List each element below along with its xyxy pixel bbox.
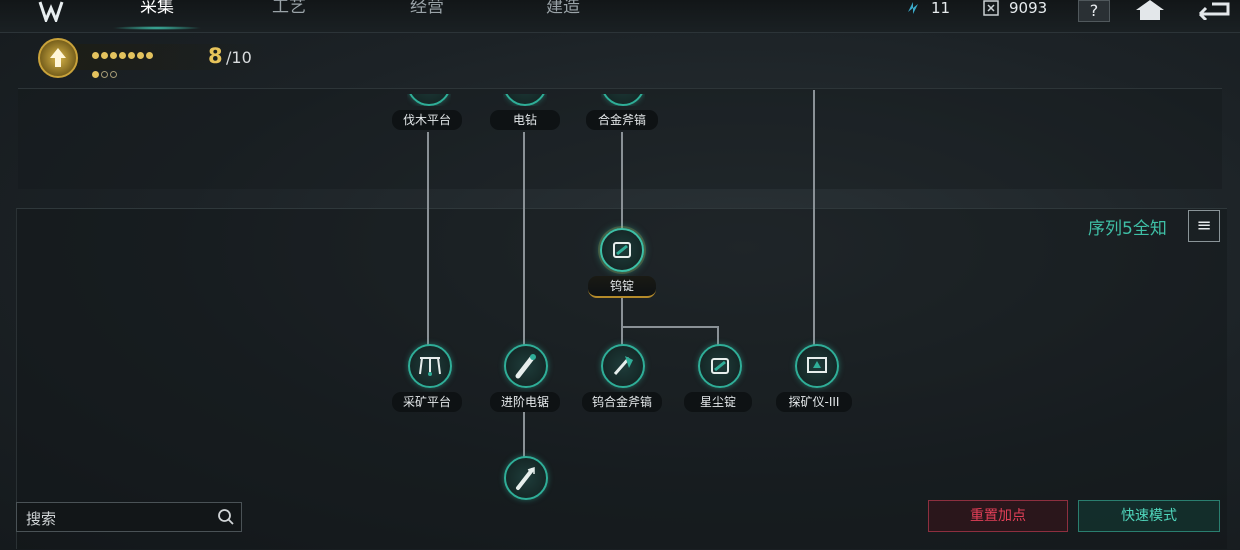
currency-counter: 9093: [983, 0, 1047, 16]
node-tungsten-ingot[interactable]: [600, 228, 644, 272]
progress-dots: [92, 47, 156, 85]
connector-line: [523, 410, 525, 458]
node-label-advanced-chainsaw: 进阶电锯: [490, 392, 560, 412]
connector-line: [523, 132, 525, 348]
sequence-label: 序列5全知: [1088, 219, 1167, 239]
progress-dot: [92, 71, 99, 78]
node-chainsaw-upgrade[interactable]: [504, 456, 548, 500]
active-tab-indicator: [112, 26, 202, 30]
energy-icon: [908, 2, 918, 14]
reset-points-button[interactable]: 重置加点: [928, 500, 1068, 532]
progress-dot: [101, 71, 108, 78]
chainsaw-icon: [515, 354, 536, 379]
quick-mode-button[interactable]: 快速模式: [1078, 500, 1220, 532]
progress-dot: [119, 52, 126, 59]
progress-total: /10: [226, 48, 252, 67]
node-label-electric-drill: 电钻: [490, 110, 560, 130]
stardust-ingot-icon: [711, 358, 729, 374]
node-advanced-chainsaw[interactable]: [504, 344, 548, 388]
progress-dot: [110, 71, 117, 78]
node-label-alloy-axe-pick: 合金斧镐: [586, 110, 658, 130]
game-logo-icon: [38, 1, 64, 22]
progress-current: 8: [208, 44, 223, 68]
currency-value: 9093: [1009, 0, 1048, 17]
currency-icon: [983, 0, 999, 16]
progress-dot: [128, 52, 135, 59]
axe-pick-icon: [613, 356, 633, 375]
help-button[interactable]: ?: [1078, 0, 1110, 22]
progress-dot: [110, 52, 117, 59]
node-electric-drill[interactable]: [503, 94, 547, 106]
connector-line: [717, 326, 719, 348]
connector-line: [813, 90, 815, 348]
saw-blade-icon: [516, 466, 535, 490]
node-tungsten-alloy-axe-pick[interactable]: [601, 344, 645, 388]
node-label-tungsten-alloy-axe-pick: 钨合金斧镐: [582, 392, 662, 412]
progress-dot: [92, 52, 99, 59]
node-label-stardust-ingot: 星尘锭: [684, 392, 752, 412]
prospector-icon: [807, 357, 827, 373]
search-box[interactable]: 搜索: [16, 502, 242, 532]
node-alloy-axe-pick[interactable]: [601, 94, 645, 106]
node-stardust-ingot[interactable]: [698, 344, 742, 388]
connector-line: [427, 132, 429, 348]
skill-points-progress: 8 /10: [22, 38, 282, 78]
tab-gather[interactable]: 采集: [140, 0, 174, 17]
progress-dot: [146, 52, 153, 59]
tab-build[interactable]: 建造: [546, 0, 580, 17]
node-mining-platform[interactable]: [408, 344, 452, 388]
progress-dot: [137, 52, 144, 59]
tab-manage[interactable]: 经营: [410, 0, 444, 17]
menu-button[interactable]: ≡: [1188, 210, 1220, 242]
search-input[interactable]: 搜索: [26, 510, 57, 528]
node-label-logging-platform: 伐木平台: [392, 110, 462, 130]
progress-background: [42, 44, 272, 70]
home-icon[interactable]: [1134, 0, 1166, 20]
energy-counter: 11: [905, 0, 950, 16]
progress-dot: [101, 52, 108, 59]
search-icon[interactable]: [217, 508, 235, 526]
ingot-icon: [613, 242, 631, 258]
energy-value: 11: [931, 0, 951, 17]
node-prospector-iii[interactable]: [795, 344, 839, 388]
back-icon[interactable]: [1196, 0, 1232, 20]
node-label-prospector-iii: 探矿仪-III: [776, 392, 852, 412]
node-logging-platform[interactable]: [407, 94, 451, 106]
connector-line: [621, 326, 719, 328]
mining-platform-icon: [419, 357, 441, 376]
node-label-tungsten-ingot: 钨锭: [588, 276, 656, 298]
level-up-badge: [38, 38, 78, 78]
top-bar: 采集 工艺 经营 建造 11 9093 ?: [0, 0, 1240, 33]
connector-line: [621, 296, 623, 348]
node-label-mining-platform: 采矿平台: [392, 392, 462, 412]
connector-line: [621, 132, 623, 230]
arrow-up-icon: [50, 48, 66, 67]
tab-craft[interactable]: 工艺: [272, 0, 306, 17]
